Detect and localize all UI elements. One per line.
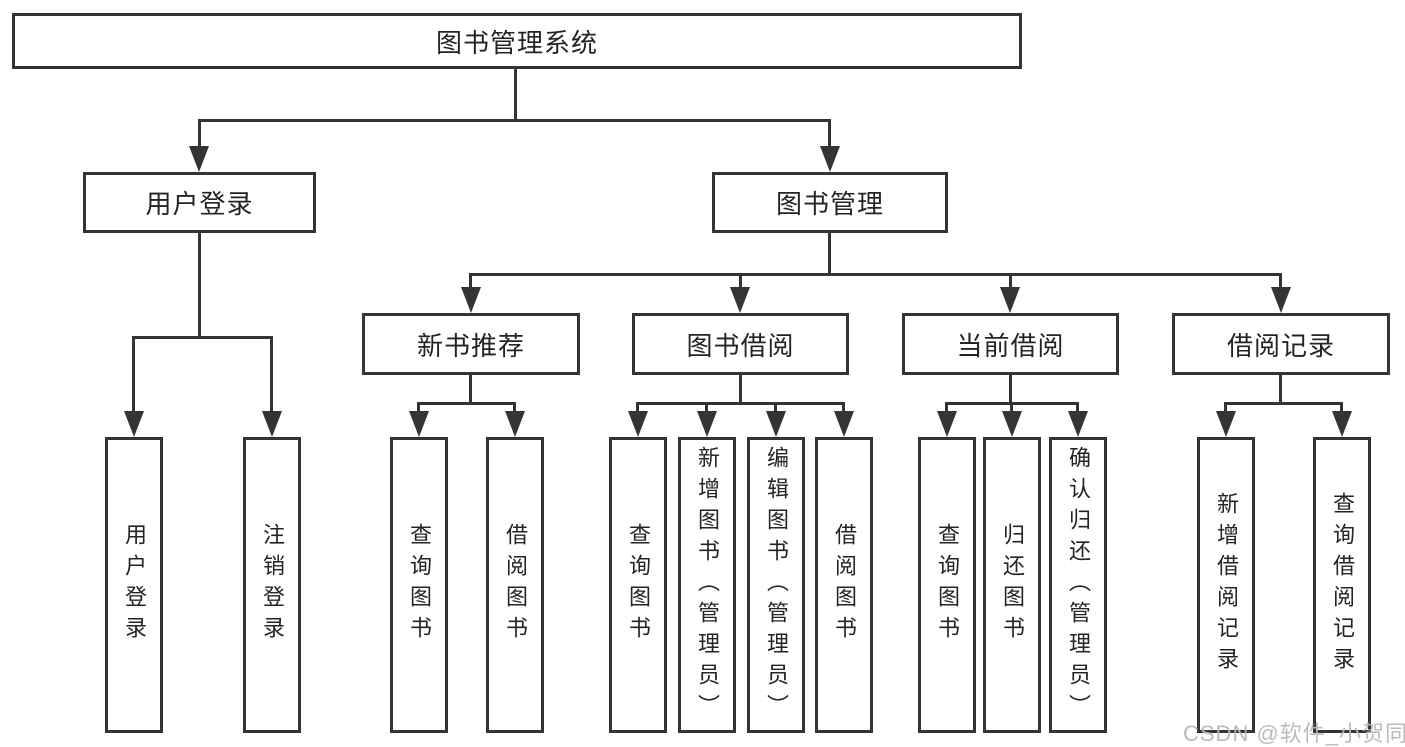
arrow-stem-user-login <box>198 119 201 148</box>
arrow-stem-leaf <box>1076 402 1079 414</box>
arrow-down-icon <box>505 411 525 437</box>
node-user-login: 用户登录 <box>83 172 316 233</box>
arrow-stem-leaf <box>1010 402 1013 414</box>
leaf-query-books-borrow: 查询图书 <box>609 437 667 733</box>
connector-book-mgmt-drop <box>828 233 831 274</box>
arrow-down-icon <box>189 146 209 172</box>
connector-borrow-record-rail <box>1224 402 1343 405</box>
leaf-return-books: 归还图书 <box>983 437 1041 733</box>
leaf-user-login: 用户登录 <box>105 437 163 733</box>
arrow-down-icon <box>937 411 957 437</box>
arrow-stem-leaf <box>945 402 948 414</box>
arrow-stem-cat-current <box>1009 273 1012 289</box>
node-borrow-record: 借阅记录 <box>1172 313 1390 375</box>
leaf-borrow-books: 借阅图书 <box>815 437 873 733</box>
arrow-stem-leaf <box>417 402 420 414</box>
arrow-down-icon <box>1000 287 1020 313</box>
arrow-down-icon <box>730 287 750 313</box>
leaf-add-borrow-record: 新增借阅记录 <box>1197 437 1255 733</box>
arrow-down-icon <box>409 411 429 437</box>
connector-user-login-rail <box>132 336 273 339</box>
connector-new-recommend-drop <box>469 375 472 403</box>
csdn-watermark: CSDN @软件_小贺同学 <box>1183 721 1405 746</box>
arrow-down-icon <box>1216 411 1236 437</box>
connector-current-borrow-drop <box>1009 375 1012 403</box>
node-book-borrow: 图书借阅 <box>632 313 849 375</box>
arrow-stem-leaf <box>636 402 639 414</box>
arrow-down-icon <box>124 411 144 437</box>
node-current-borrow: 当前借阅 <box>902 313 1119 375</box>
arrow-stem-leaf <box>774 402 777 414</box>
node-new-book-recommend: 新书推荐 <box>362 313 580 375</box>
arrow-stem-leaf <box>513 402 516 414</box>
arrow-stem-leaf-user-login <box>132 336 135 413</box>
node-book-management: 图书管理 <box>712 172 948 233</box>
connector-new-recommend-rail <box>417 402 516 405</box>
arrow-down-icon <box>1002 411 1022 437</box>
leaf-edit-books-admin: 编辑图书（管理员） <box>747 437 805 733</box>
arrow-stem-cat-borrow <box>739 273 742 289</box>
leaf-query-books-recommend: 查询图书 <box>390 437 448 733</box>
arrow-down-icon <box>834 411 854 437</box>
arrow-down-icon <box>820 146 840 172</box>
arrow-down-icon <box>461 287 481 313</box>
arrow-stem-cat-record <box>1279 273 1282 289</box>
leaf-borrow-books-recommend: 借阅图书 <box>486 437 544 733</box>
leaf-add-books-admin: 新增图书（管理员） <box>678 437 736 733</box>
arrow-stem-leaf <box>842 402 845 414</box>
arrow-down-icon <box>1332 411 1352 437</box>
arrow-stem-leaf-logout <box>270 336 273 413</box>
arrow-stem-leaf <box>1224 402 1227 414</box>
arrow-down-icon <box>1271 287 1291 313</box>
connector-book-borrow-drop <box>739 375 742 403</box>
arrow-down-icon <box>262 411 282 437</box>
connector-root-drop <box>514 69 517 120</box>
connector-book-borrow-rail <box>636 402 845 405</box>
leaf-confirm-return-admin: 确认归还（管理员） <box>1049 437 1107 733</box>
connector-root-rail <box>198 119 831 122</box>
arrow-down-icon <box>766 411 786 437</box>
arrow-down-icon <box>697 411 717 437</box>
leaf-logout: 注销登录 <box>243 437 301 733</box>
connector-borrow-record-drop <box>1279 375 1282 403</box>
connector-book-mgmt-rail <box>469 273 1282 276</box>
connector-user-login-drop <box>198 233 201 337</box>
arrow-stem-leaf <box>1340 402 1343 414</box>
arrow-down-icon <box>628 411 648 437</box>
leaf-query-borrow-record: 查询借阅记录 <box>1313 437 1371 733</box>
arrow-down-icon <box>1068 411 1088 437</box>
arrow-stem-cat-new <box>469 273 472 289</box>
node-root-system: 图书管理系统 <box>12 13 1022 69</box>
arrow-stem-book-mgmt <box>828 119 831 148</box>
arrow-stem-leaf <box>705 402 708 414</box>
leaf-query-books-current: 查询图书 <box>918 437 976 733</box>
